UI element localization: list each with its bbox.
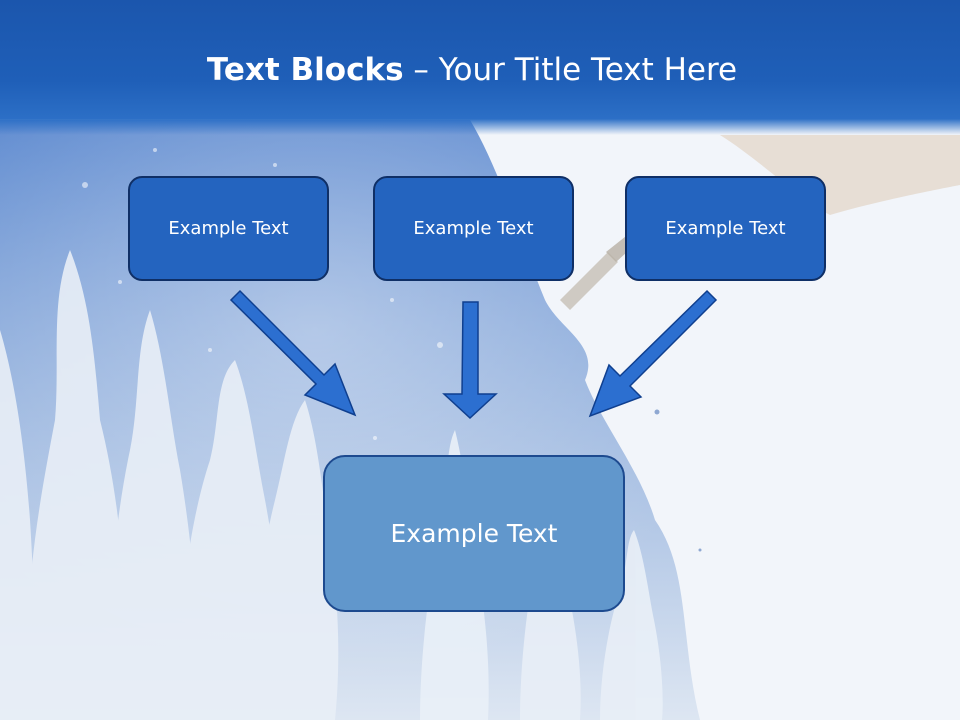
title-bar	[0, 0, 960, 135]
title-rest: Your Title Text Here	[438, 52, 738, 88]
arrow-left	[229, 289, 357, 417]
text-block-2: Example Text	[373, 176, 574, 281]
title-bold: Text Blocks	[206, 52, 404, 88]
arrow-right	[588, 289, 718, 418]
title-dash: –	[403, 52, 439, 88]
text-block-3: Example Text	[625, 176, 826, 281]
target-text-block: Example Text	[323, 455, 625, 612]
text-block-1: Example Text	[128, 176, 329, 281]
arrow-middle	[442, 301, 498, 420]
slide-title: Text Blocks – Your Title Text Here	[0, 52, 944, 88]
